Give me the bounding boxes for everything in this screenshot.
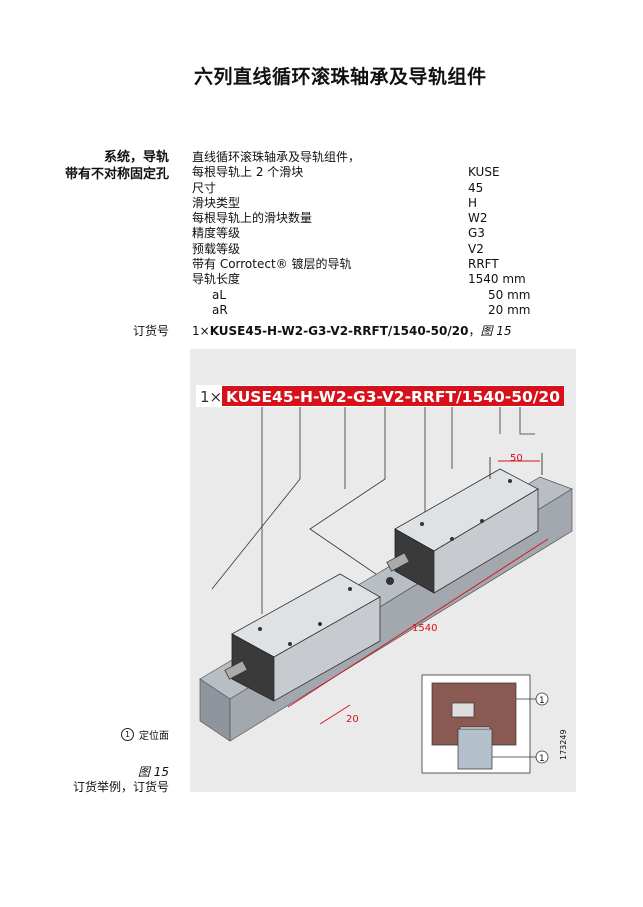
detail-inset: [421, 674, 536, 774]
spec-intro: 直线循环滚珠轴承及导轨组件，: [192, 150, 361, 164]
spec-label: 尺寸: [192, 180, 217, 195]
section-heading: 系统，导轨 带有不对称固定孔: [65, 149, 169, 183]
legend-marker: 1: [121, 728, 134, 741]
spec-row: 带有 Corrotect® 镀层的导轨 RRFT: [192, 257, 552, 272]
banner-highlight: [222, 386, 564, 406]
spec-label: 精度等级: [192, 226, 241, 241]
spec-row: 精度等级 G3: [192, 226, 552, 241]
order-figure-ref: 图 15: [480, 324, 512, 338]
spec-label: 预载等级: [192, 241, 241, 256]
spec-value: 45: [468, 180, 484, 195]
spec-label: aR: [212, 302, 228, 317]
banner-code: KUSE45-H-W2-G3-V2-RRFT/1540-50/20: [226, 388, 560, 406]
section-heading-line-1: 系统，导轨: [103, 150, 169, 165]
carriage-rear: [386, 468, 539, 594]
page-title: 六列直线循环滚珠轴承及导轨组件: [194, 66, 487, 88]
image-number: 173249: [559, 729, 568, 760]
spec-list: 直线循环滚珠轴承及导轨组件， 每根导轨上 2 个滑块 KUSE 尺寸 45 滑块类型…: [192, 150, 552, 318]
spec-value: KUSE: [468, 165, 500, 180]
callout-marker: [535, 750, 549, 764]
dimension-50: 50: [510, 453, 523, 464]
rail-assembly-drawing: 1× KUSE45-H-W2-G3-V2-RRFT/1540-50/20: [196, 385, 573, 774]
spec-value: H: [468, 195, 478, 210]
spec-value: 20 mm: [488, 302, 531, 317]
spec-label: aL: [212, 287, 227, 302]
order-separator: ，: [468, 324, 481, 338]
spec-row: 每根导轨上 2 个滑块 KUSE: [192, 165, 552, 180]
spec-row: aL 50 mm: [192, 288, 552, 303]
order-code: 1×KUSE45-H-W2-G3-V2-RRFT/1540-50/20，图 15: [192, 322, 512, 339]
callout-label: 1: [539, 696, 545, 706]
figure-caption-text: 订货举例，订货号: [72, 780, 169, 794]
spec-label: 导轨长度: [192, 272, 241, 287]
leader-lines: [211, 407, 535, 615]
spec-row: 导轨长度 1540 mm: [192, 272, 552, 287]
dimension-lines: [287, 453, 549, 725]
order-label: 订货号: [132, 324, 169, 338]
spec-value: 50 mm: [488, 287, 531, 302]
spec-row: 预载等级 V2: [192, 242, 552, 257]
legend: 1 定位面: [121, 727, 169, 742]
spec-row: aR 20 mm: [192, 303, 552, 318]
spec-label: 滑块类型: [192, 195, 241, 210]
spec-row: 尺寸 45: [192, 181, 552, 196]
carriage-front: [224, 573, 381, 702]
dimension-1540: 1540: [412, 623, 437, 634]
callout-label: 1: [539, 754, 545, 764]
spec-label: 每根导轨上的滑块数量: [192, 211, 313, 226]
dimension-20: 20: [346, 714, 359, 725]
spec-value: 1540 mm: [468, 272, 526, 287]
spec-value: RRFT: [468, 257, 499, 272]
section-heading-line-2: 带有不对称固定孔: [64, 167, 169, 182]
banner-prefix: 1×: [200, 388, 222, 406]
figure-number: 图 15: [137, 765, 169, 779]
callout-marker: [535, 692, 549, 706]
spec-value: W2: [468, 211, 488, 226]
figure-order-example: 1× KUSE45-H-W2-G3-V2-RRFT/1540-50/20: [190, 349, 576, 792]
spec-label: 带有 Corrotect® 镀层的导轨: [192, 257, 352, 272]
order-designation: KUSE45-H-W2-G3-V2-RRFT/1540-50/20: [209, 324, 469, 338]
rail-hole: [386, 577, 394, 585]
order-prefix: 1×: [192, 324, 210, 338]
spec-row: 每根导轨上的滑块数量 W2: [192, 211, 552, 226]
spec-label: 每根导轨上 2 个滑块: [192, 165, 304, 180]
figure-caption: 图 15 订货举例，订货号: [73, 765, 169, 795]
spec-value: V2: [468, 241, 484, 256]
spec-row: 滑块类型 H: [192, 196, 552, 211]
spec-value: G3: [468, 226, 485, 241]
legend-text: 定位面: [139, 731, 169, 742]
